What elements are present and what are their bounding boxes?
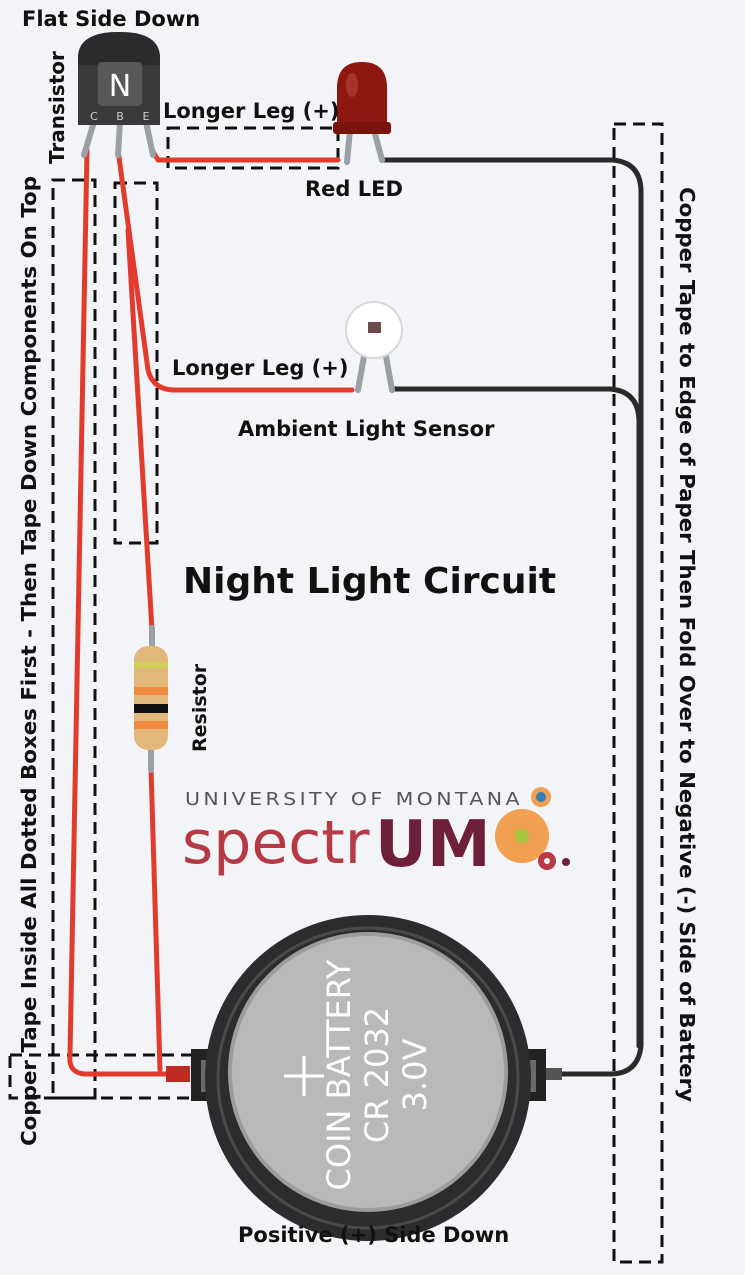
page-title: Night Light Circuit <box>183 561 556 602</box>
battery-positive-terminal <box>166 1066 190 1082</box>
transistor-type: N <box>109 69 131 104</box>
coin-battery: COIN BATTERY CR 2032 3.0V <box>191 915 546 1241</box>
flat-side-down-label: Flat Side Down <box>22 7 200 31</box>
logo-circle-small <box>562 858 570 866</box>
transistor-label: Transistor <box>45 51 69 164</box>
battery-label-2: CR 2032 <box>358 1007 396 1143</box>
battery-label-1: COIN BATTERY <box>320 959 358 1190</box>
logo-brand-bold: UM <box>375 808 491 882</box>
battery-negative-terminal <box>546 1068 562 1080</box>
transistor: N C B E <box>78 32 160 158</box>
spectrum-logo: UNIVERSITY OF MONTANA spectr UM <box>182 787 570 882</box>
led-highlight <box>346 73 358 97</box>
led-rim <box>333 122 391 134</box>
right-instruction: Copper Tape to Edge of Paper Then Fold O… <box>675 187 699 1102</box>
resistor-band-1 <box>134 662 168 668</box>
logo-university: UNIVERSITY OF MONTANA <box>185 789 523 810</box>
wire-base-to-sensor <box>115 147 355 393</box>
wire-emitter-to-led <box>149 147 341 163</box>
logo-dot-blue <box>536 792 546 802</box>
red-led-label: Red LED <box>305 177 403 201</box>
tape-box-base <box>113 181 159 545</box>
tape-box-led <box>166 126 340 170</box>
left-instruction: Copper Tape Inside All Dotted Boxes Firs… <box>17 176 41 1146</box>
wire-collector-to-battery <box>67 147 175 1077</box>
battery-label-3: 3.0V <box>396 1039 434 1112</box>
logo-circle-red-inner <box>544 858 550 864</box>
transistor-pin-b: B <box>116 110 124 123</box>
sensor-longer-leg-label: Longer Leg (+) <box>172 356 348 380</box>
resistor <box>134 625 168 773</box>
resistor-body <box>134 646 168 750</box>
sensor-chip <box>368 322 381 333</box>
resistor-band-2 <box>134 687 168 695</box>
wire-base-to-resistor <box>125 227 155 633</box>
positive-side-down-label: Positive (+) Side Down <box>238 1223 509 1247</box>
red-led <box>333 62 391 165</box>
transistor-top <box>78 32 160 65</box>
transistor-leg-c <box>81 119 97 158</box>
ambient-light-sensor-label: Ambient Light Sensor <box>238 417 495 441</box>
transistor-pin-c: C <box>90 110 98 123</box>
battery-cell-edge <box>228 932 508 1212</box>
logo-circle-green <box>515 829 529 843</box>
led-body <box>337 62 387 125</box>
ambient-light-sensor <box>345 301 403 393</box>
wire-resistor-to-battery <box>148 765 163 1073</box>
transistor-pin-e: E <box>143 110 150 123</box>
tape-box-right <box>612 122 664 1264</box>
positive-wires <box>67 147 355 1082</box>
transistor-leg-e <box>143 119 156 158</box>
logo-brand-light: spectr <box>182 808 370 878</box>
battery-holder-rim <box>216 926 520 1230</box>
resistor-label: Resistor <box>189 663 211 752</box>
wire-sensor-to-negative <box>392 386 642 1049</box>
resistor-band-3 <box>134 704 168 713</box>
battery-cell <box>230 934 506 1210</box>
negative-wires <box>379 157 644 1080</box>
resistor-band-4 <box>134 721 168 729</box>
led-leg-positive <box>344 127 353 165</box>
led-leg-negative <box>371 127 385 163</box>
transistor-badge <box>98 62 142 106</box>
transistor-leg-b <box>115 119 123 158</box>
led-longer-leg-label: Longer Leg (+) <box>163 99 339 123</box>
